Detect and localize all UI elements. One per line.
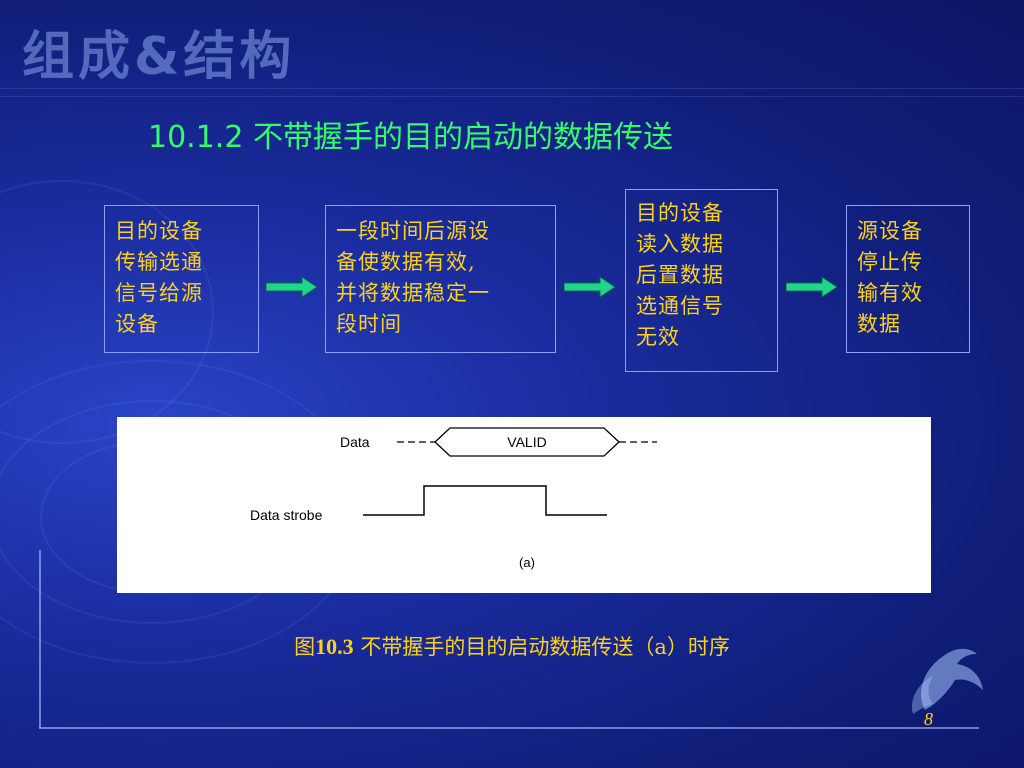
flow-step-line: 设备	[115, 312, 159, 336]
data-strobe-label: Data strobe	[250, 507, 323, 523]
page-number: 8	[924, 709, 933, 729]
frame-line-vertical	[39, 550, 41, 728]
diagram-sub-label: (a)	[519, 555, 535, 570]
caption-text: 不带握手的目的启动数据传送（a）时序	[353, 635, 730, 659]
title-number: 10.1.2	[148, 120, 244, 155]
flow-step-line: 备使数据有效,	[336, 250, 476, 274]
flow-step-3: 目的设备 读入数据 后置数据 选通信号 无效	[625, 189, 778, 372]
flow-step-line: 段时间	[336, 312, 402, 336]
flow-step-line: 一段时间后源设	[336, 219, 490, 243]
flow-step-line: 后置数据	[636, 263, 724, 287]
frame-line-horizontal	[39, 727, 979, 729]
data-signal-label: Data	[340, 434, 370, 450]
flow-step-4: 源设备 停止传 输有效 数据	[846, 205, 970, 353]
flow-step-line: 信号给源	[115, 281, 203, 305]
flow-step-line: 输有效	[857, 281, 923, 305]
valid-label: VALID	[507, 434, 546, 450]
figure-caption: 图10.3 不带握手的目的启动数据传送（a）时序	[0, 631, 1024, 661]
flow-step-1: 目的设备 传输选通 信号给源 设备	[104, 205, 259, 353]
flow-step-2: 一段时间后源设 备使数据有效, 并将数据稳定一 段时间	[325, 205, 556, 353]
strobe-waveform	[363, 485, 607, 516]
title-text: 不带握手的目的启动的数据传送	[252, 120, 673, 155]
flow-step-line: 无效	[636, 325, 680, 349]
flow-step-line: 读入数据	[636, 232, 724, 256]
flow-step-line: 并将数据稳定一	[336, 281, 490, 305]
flow-step-line: 源设备	[857, 219, 923, 243]
dolphin-icon	[911, 648, 983, 714]
flow-step-line: 目的设备	[115, 219, 203, 243]
arrow-right-icon	[564, 276, 616, 298]
caption-figure-number: 10.3	[315, 634, 354, 659]
header-logo-text: 组成&结构	[22, 27, 296, 87]
flow-step-line: 选通信号	[636, 294, 724, 318]
slide-title: 10.1.2 不带握手的目的启动的数据传送	[148, 112, 673, 156]
flow-step-line: 停止传	[857, 250, 923, 274]
header-line	[0, 96, 1024, 97]
arrow-right-icon	[786, 276, 838, 298]
header-line	[0, 88, 1024, 89]
flow-step-line: 数据	[857, 312, 901, 336]
flow-step-line: 传输选通	[115, 250, 203, 274]
timing-diagram-svg: Data VALID Data strobe (a)	[250, 427, 657, 570]
timing-diagram: Data VALID Data strobe (a)	[117, 417, 931, 593]
arrow-right-icon	[266, 276, 318, 298]
caption-prefix: 图	[294, 635, 316, 659]
flow-step-line: 目的设备	[636, 201, 724, 225]
